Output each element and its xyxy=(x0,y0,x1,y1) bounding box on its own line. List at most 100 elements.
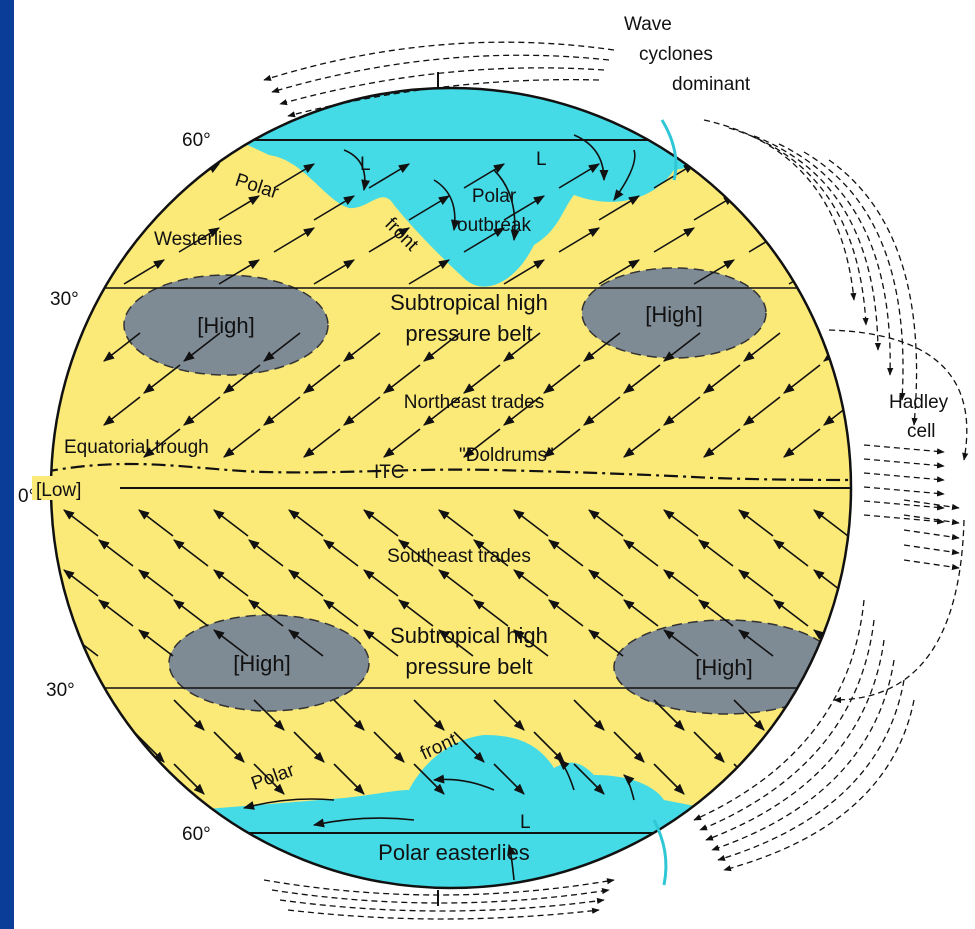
upper-flow-arrow xyxy=(263,41,615,81)
southeast-trade-arrow xyxy=(138,629,174,657)
southeast-trade-arrow xyxy=(513,629,549,657)
southeast-trade-arrow xyxy=(98,539,134,567)
northeast-trade-arrow xyxy=(303,364,341,394)
westerly-arrow xyxy=(463,163,505,189)
northeast-trade-arrow xyxy=(263,396,301,426)
northeast-trade-arrow xyxy=(383,364,421,394)
lat-30s-label: 30° xyxy=(46,680,75,701)
northeast-trade-arrow xyxy=(143,364,181,394)
wind-arrows xyxy=(63,119,924,881)
hadley-label-2: cell xyxy=(907,421,936,442)
southeast-trade-arrow xyxy=(473,539,509,567)
northeast-trade-arrow xyxy=(463,364,501,394)
hadley-arrow xyxy=(863,458,945,469)
south-westerly-arrow xyxy=(813,763,845,795)
hadley-arrow xyxy=(863,472,945,483)
north-cell-arrow xyxy=(703,119,857,301)
westerly-arrow xyxy=(503,195,545,221)
westerly-arrow xyxy=(558,163,600,189)
south-westerly-arrow xyxy=(213,731,245,763)
south-cell-arrow xyxy=(699,619,875,831)
westerly-arrow xyxy=(123,259,165,285)
southeast-trade-arrow xyxy=(288,629,324,657)
westerly-arrow xyxy=(313,195,355,221)
hadley-arrow-2 xyxy=(903,559,960,571)
southeast-trade-arrow xyxy=(623,599,659,627)
northeast-trade-arrow xyxy=(703,428,741,458)
northeast-trade-arrow xyxy=(623,364,661,394)
westerly-arrow xyxy=(558,227,600,253)
hadley-arrow xyxy=(863,486,945,497)
subtropical-south-label-1: Subtropical high xyxy=(390,623,548,648)
southeast-trade-arrow xyxy=(738,629,774,657)
south-westerly-arrow xyxy=(293,731,325,763)
polar-north-arrow xyxy=(493,169,520,242)
northeast-trade-arrow xyxy=(583,332,621,362)
northeast-trade-arrow xyxy=(103,396,141,426)
northeast-trade-arrow xyxy=(663,396,701,426)
northeast-trade-arrow xyxy=(623,428,661,458)
southeast-trade-arrow xyxy=(63,569,99,597)
southeast-trade-arrow xyxy=(848,539,851,567)
southeast-trade-arrow xyxy=(588,509,624,537)
northeast-trade-arrow xyxy=(343,332,381,362)
north-front-edge xyxy=(660,119,678,181)
southeast-trade-arrow xyxy=(173,599,209,627)
hadley-arrow xyxy=(863,444,945,455)
polar-south-arrow xyxy=(312,817,415,828)
westerly-arrow xyxy=(788,259,830,285)
westerly-arrow xyxy=(503,259,545,285)
north-cell-arrow xyxy=(753,135,882,351)
southeast-trade-arrow xyxy=(773,539,809,567)
global-circulation-diagram: Wave cyclones dominant Hadley cell 60° 3… xyxy=(18,14,969,920)
south-westerly-arrow xyxy=(413,763,445,795)
westerly-arrow xyxy=(653,227,695,253)
high-pressure-cell-ne xyxy=(581,267,767,359)
hadley-label-1: Hadley xyxy=(889,392,949,413)
northeast-trade-arrow xyxy=(423,396,461,426)
polar-north-arrow xyxy=(343,149,371,192)
westerly-arrow xyxy=(884,196,924,220)
south-westerly-arrow xyxy=(413,699,445,731)
southeast-trade-arrow xyxy=(63,509,99,537)
polar-south-arrow xyxy=(623,774,635,801)
southeast-trade-arrow xyxy=(288,569,324,597)
south-westerly-arrow xyxy=(93,763,125,795)
northeast-trade-arrow xyxy=(503,332,541,362)
hadley-arrow-2 xyxy=(903,544,960,556)
low-l-label-2: L xyxy=(536,149,547,170)
outer-circulation-arrows xyxy=(263,41,969,920)
northeast-trade-arrow xyxy=(783,364,821,394)
southeast-trade-arrow xyxy=(323,599,359,627)
southeast-trade-arrow xyxy=(248,539,284,567)
southeast-trade-arrow xyxy=(663,569,699,597)
northeast-trade-arrow xyxy=(223,428,261,458)
westerlies-label: Westerlies xyxy=(154,229,242,250)
south-westerly-arrow xyxy=(693,731,725,763)
southeast-trade-arrow xyxy=(438,509,474,537)
south-westerly-arrow xyxy=(733,763,765,795)
westerly-arrow xyxy=(598,259,640,285)
northeast-trade-arrow xyxy=(463,428,501,458)
low-l-label-1: L xyxy=(360,154,371,175)
subtropical-north-label-2: pressure belt xyxy=(405,321,532,346)
southeast-trade-arrow xyxy=(773,599,809,627)
south-westerly-arrow xyxy=(613,731,645,763)
southeast-trade-arrow xyxy=(663,509,699,537)
southeast-trade-arrow xyxy=(548,599,584,627)
lat-60s-label: 60° xyxy=(182,824,211,845)
south-westerly-arrow xyxy=(333,763,365,795)
lat-60n-label: 60° xyxy=(182,130,211,151)
south-westerly-arrow xyxy=(453,731,485,763)
hadley-arrow xyxy=(863,514,945,525)
northeast-trade-arrow xyxy=(183,332,221,362)
northeast-trade-arrow xyxy=(703,364,741,394)
wave-cyclones-label-3: dominant xyxy=(672,74,751,95)
lower-flow-arrow xyxy=(263,878,615,896)
southeast-trade-arrow xyxy=(738,569,774,597)
northeast-trade-arrow xyxy=(103,332,141,362)
south-westerly-arrow xyxy=(253,763,285,795)
westerly-arrow xyxy=(368,227,410,253)
north-polar-air-mass xyxy=(51,88,851,287)
north-cell-arrow xyxy=(728,127,869,326)
